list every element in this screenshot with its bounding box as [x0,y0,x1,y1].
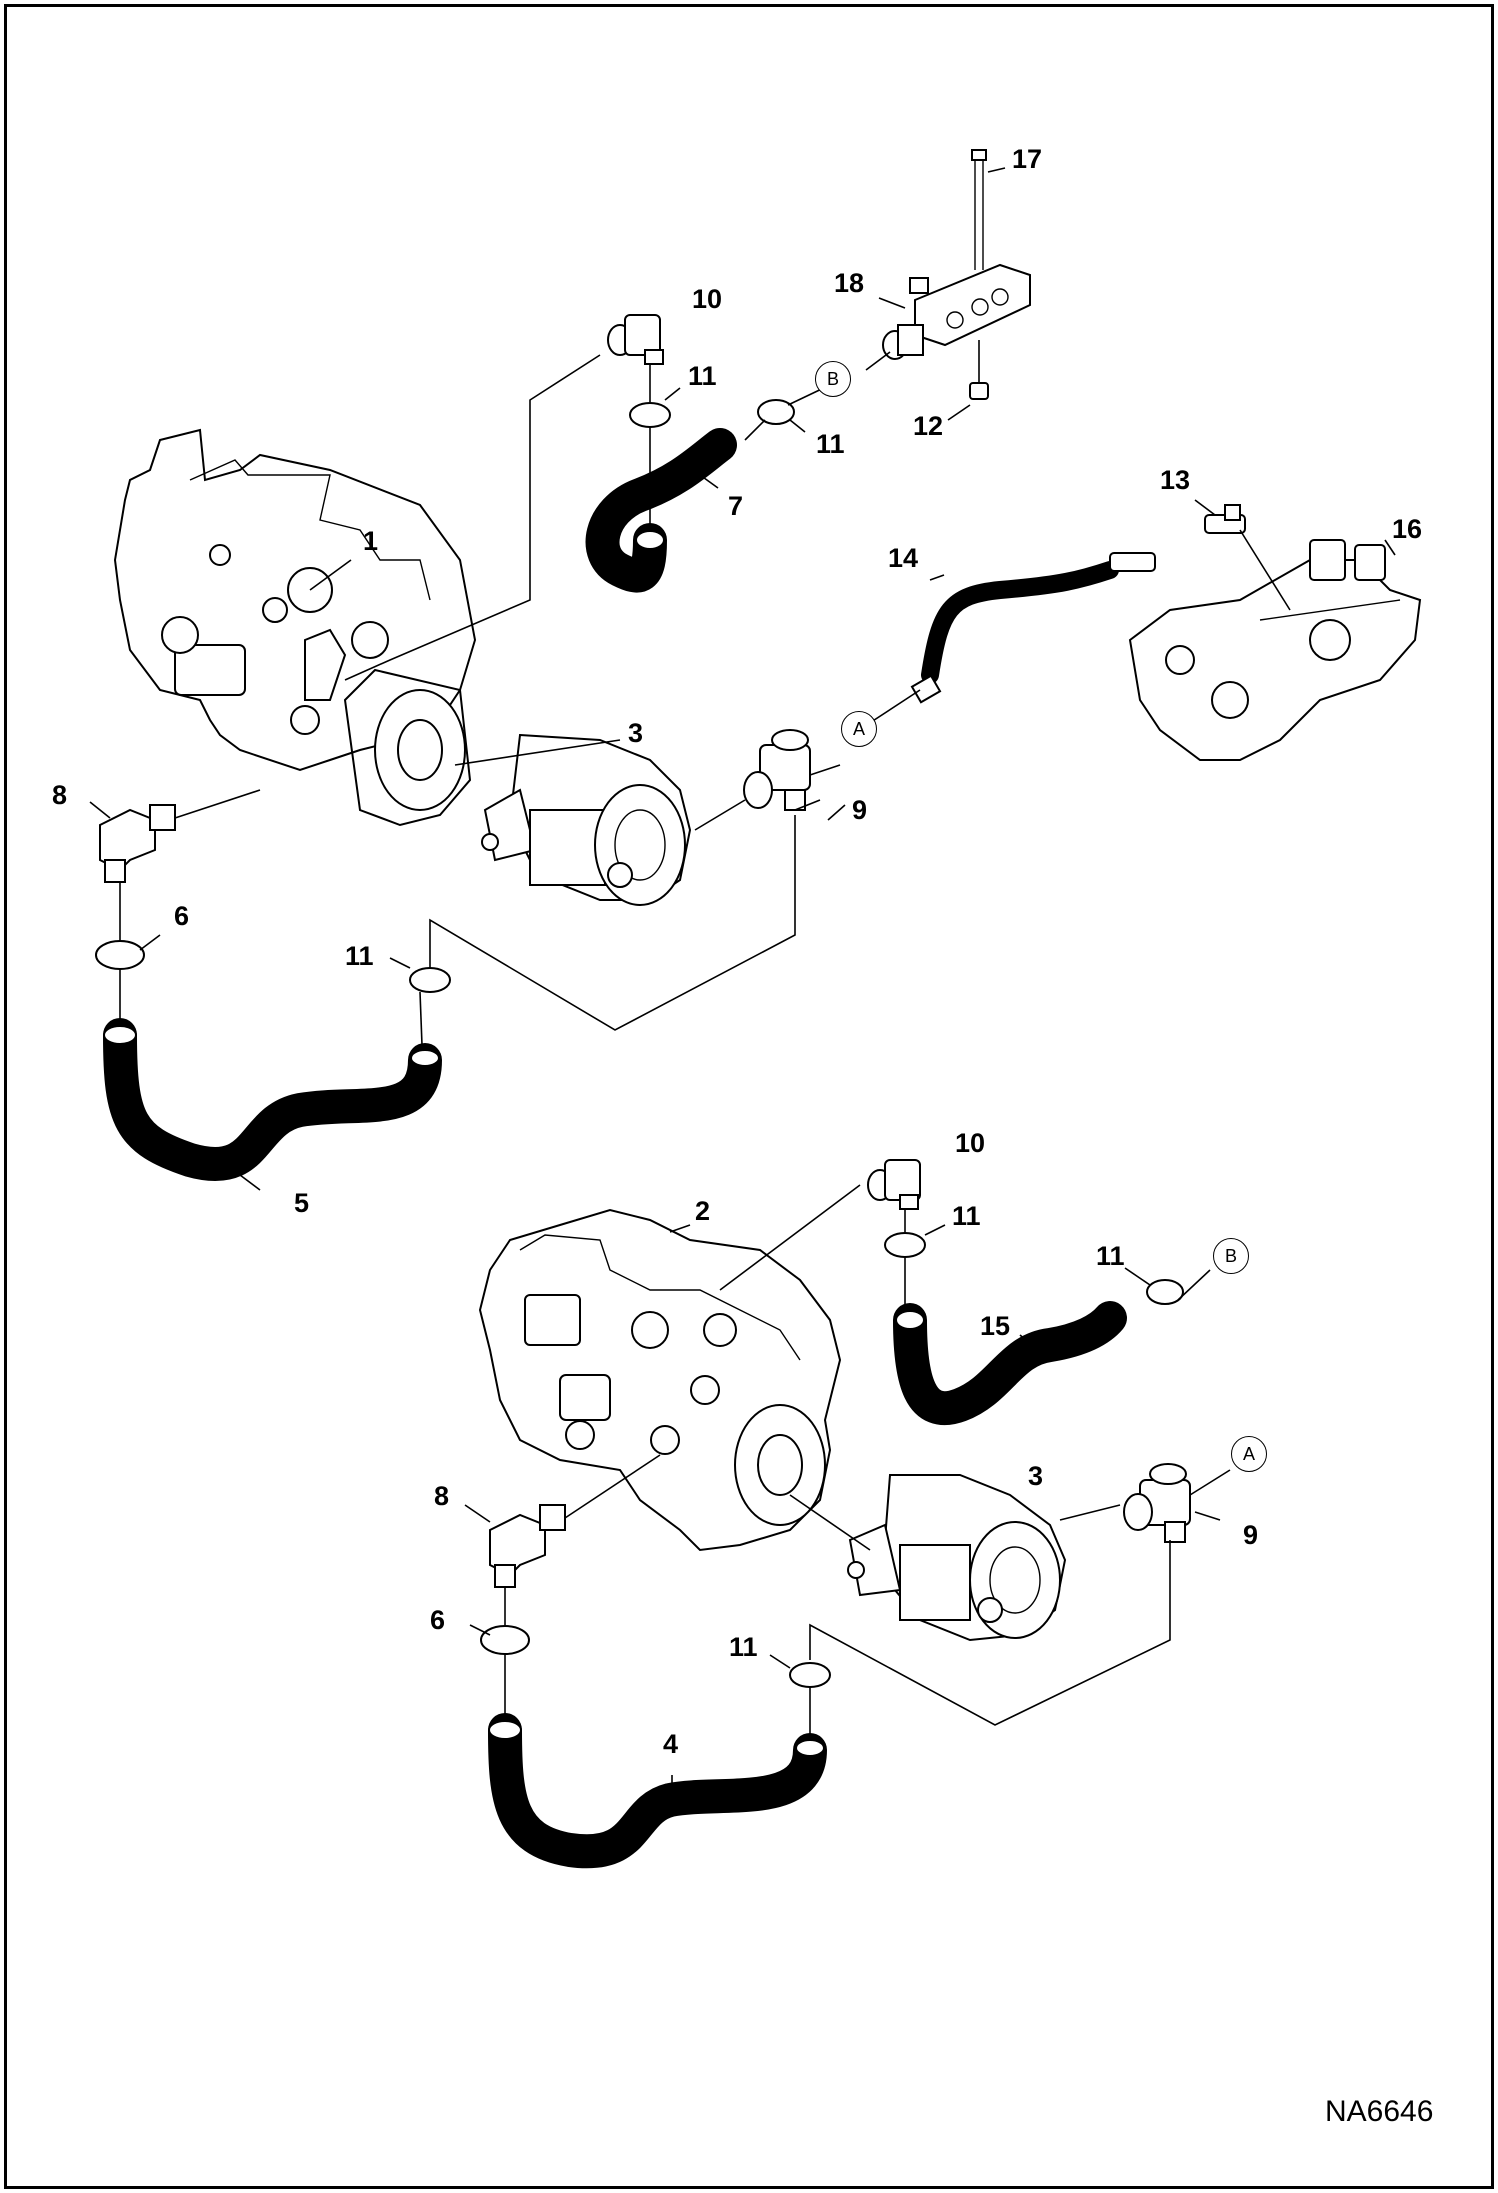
hose-7 [585,428,737,593]
callout-3-upper: 3 [628,718,644,748]
hose-clamp-11-upper-b [757,399,795,425]
callout-18: 18 [834,268,865,298]
nut-12 [969,382,989,400]
hose-4 [488,1713,827,1869]
hose-5 [103,1018,442,1181]
callout-7: 7 [728,491,744,521]
callout-9-lower: 9 [1243,1520,1259,1550]
leader-lines-upper [89,167,1396,1191]
elbow-fitting-8-lower [489,1504,566,1588]
callout-10-lower: 10 [955,1128,986,1158]
hose-clamp-11-lower-a [884,1232,926,1258]
callout-11-d: 11 [952,1201,981,1231]
callout-8-upper: 8 [52,780,68,810]
hydrostatic-pump-1 [113,428,477,827]
ref-circle-b-upper: B [815,361,851,397]
callout-2: 2 [695,1196,711,1226]
callout-16: 16 [1392,514,1423,544]
callout-15: 15 [980,1311,1011,1341]
callout-1: 1 [363,526,379,556]
hose-clamp-11-lower-left [789,1662,831,1688]
hose-14 [921,561,1119,684]
callout-8-lower: 8 [434,1481,450,1511]
tee-fitting-13 [1204,504,1246,534]
elbow-fitting-10-upper [607,314,664,365]
control-valve-16 [1128,539,1422,761]
drawing-code: NA6646 [1325,2095,1434,2128]
callout-6-upper: 6 [174,901,190,931]
callout-3-lower: 3 [1028,1461,1044,1491]
ref-circle-a-upper: A [841,711,877,747]
hose-clamp-6-lower [480,1625,530,1655]
elbow-fitting-10-lower [867,1159,921,1210]
callout-6-lower: 6 [430,1605,446,1635]
callout-5: 5 [294,1188,310,1218]
callout-11-a: 11 [688,361,717,391]
callout-17: 17 [1012,144,1043,174]
callout-13: 13 [1160,465,1191,495]
callout-11-f: 11 [729,1632,758,1662]
hydrostatic-pump-2 [478,1208,842,1552]
callout-9-upper: 9 [852,795,868,825]
hose-clamp-11-lower-b [1146,1279,1184,1305]
callout-12: 12 [913,411,944,441]
callout-14: 14 [888,543,919,573]
tee-fitting-9-lower [1123,1463,1191,1543]
ref-circle-a-lower: A [1231,1436,1267,1472]
callout-11-e: 11 [1096,1241,1125,1271]
hose-15 [893,1301,1127,1426]
leader-lines-lower [464,1184,1231,1800]
callout-11-b: 11 [816,429,845,459]
drawing-border [4,4,1494,2189]
hose-14-end-fitting [1109,552,1156,572]
hose-clamp-11-upper-a [629,402,671,428]
gear-pump-3-upper [481,733,692,906]
hose-clamp-6-upper [95,940,145,970]
callout-4: 4 [663,1729,679,1759]
gear-pump-3-lower [847,1474,1067,1642]
callout-11-c: 11 [345,941,374,971]
bolt-17 [971,149,987,270]
manifold-18 [882,263,1031,360]
callout-10-upper: 10 [692,284,723,314]
elbow-fitting-8-upper [99,804,176,883]
hose-clamp-11-upper-left [409,967,451,993]
tee-fitting-9-upper [743,729,811,811]
ref-circle-b-lower: B [1213,1238,1249,1274]
